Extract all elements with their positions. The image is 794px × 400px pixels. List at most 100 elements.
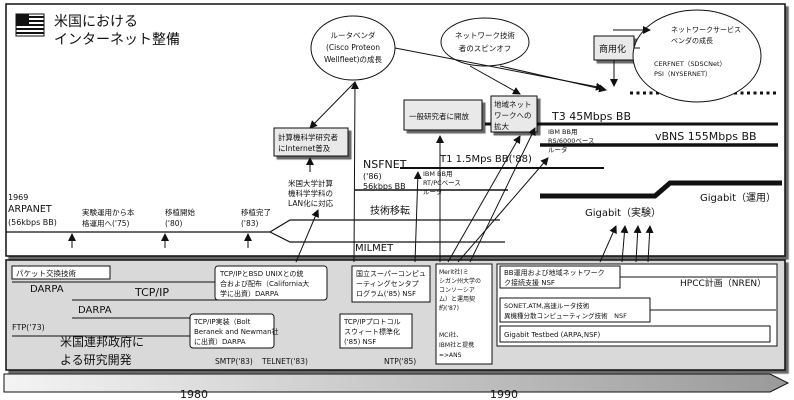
mci-text-2: IBM社と提携 — [439, 341, 474, 349]
bubble-spinoff-text-2: 者のスピンオフ — [459, 44, 512, 53]
t3-label: T3 45Mbps BB — [551, 110, 631, 123]
milnet-label: MILMET — [355, 243, 394, 254]
darpa-label-2: DARPA — [78, 305, 112, 316]
bubble-service-vendors: ネットワークサービス ベンダの成長 CERFNET（SDSCNet） PSI（N… — [632, 9, 762, 103]
super-text-1: 国立スーパーコンピュ — [356, 269, 426, 278]
gigabit-ops-label: Gigabit（運用） — [700, 192, 776, 204]
bbn-text-3: に出資）DARPA — [194, 337, 246, 346]
arpanet-label: ARPANET — [8, 204, 52, 215]
box-cs-researchers: 計算機科学研究者 にInternet普及 — [273, 127, 349, 157]
box-open-general: 一般研究者に開放 — [403, 99, 483, 131]
gov-supercomputer-box: 国立スーパーコンピュ ーティングセンタプ ログラム('85) NSF — [351, 265, 431, 303]
std-text-3: ('85) NSF — [344, 338, 376, 346]
box-cs-text-2: にInternet普及 — [278, 143, 331, 153]
bubble-router-text-3: Wellfleet)の成長 — [324, 54, 383, 64]
federal-rd-label-2: よる研究開発 — [60, 352, 132, 367]
smtp-label: SMTP('83) — [215, 357, 253, 366]
practical-op-label-1: 実験運用から本 — [82, 207, 135, 217]
ibm-rs-label-3: ルータ — [548, 145, 568, 154]
mci-text-3: =>ANS — [439, 352, 462, 359]
year-1980: 1980 — [180, 388, 208, 400]
bubble-router-text-2: (Cisco Proteon — [326, 43, 380, 52]
box-regional-text-2: ワークへの — [494, 111, 532, 120]
telnet-label: TELNET('83) — [261, 357, 308, 366]
arpanet-speed: (56kbps BB) — [8, 218, 57, 227]
ftp-label: FTP('73) — [12, 323, 45, 332]
bsd-text-2: 合および配布（California大 — [220, 279, 309, 288]
bubble-spinoff: ネットワーク技術 者のスピンオフ — [440, 17, 530, 67]
box-open-general-text: 一般研究者に開放 — [409, 111, 469, 121]
bbn-text-2: Beranek and Newman社 — [194, 327, 279, 336]
box-regional-text-1: 地域ネット — [494, 99, 532, 109]
gov-hpcc-box: BB運用および地域ネットワーク ク接続支援 NSF HPCC計画（NREN） S… — [496, 263, 778, 347]
arpanet-year: 1969 — [8, 193, 28, 202]
merit-text-1: Merit社(ミ — [439, 268, 469, 276]
univ-lan-label-1: 米国大学計算 — [288, 178, 333, 188]
bbn-text-1: TCP/IP実装（Bolt — [193, 317, 251, 326]
transition-label: 技術移転 — [370, 204, 410, 217]
ntp-label: NTP('85) — [384, 357, 416, 366]
box-cs-text-1: 計算機科学研究者 — [278, 132, 338, 142]
super-text-2: ーティングセンタプ — [356, 279, 419, 288]
gov-packet-box: パケット交換技術 — [11, 265, 111, 280]
milnet-line — [269, 231, 505, 243]
bubble-spinoff-text-1: ネットワーク技術 — [455, 30, 515, 40]
gigabit-ops-line — [540, 180, 782, 199]
bubble-service-text-1: ネットワークサービス — [671, 25, 741, 34]
ibm-rs-label-2: RS/6000ベース — [548, 137, 595, 145]
box-regional: 地域ネット ワークへの 拡大 — [490, 95, 538, 133]
migration-start-label: 移植開始 — [165, 207, 195, 217]
federal-rd-label-1: 米国連邦政府に — [60, 334, 144, 349]
packet-label: パケット交換技術 — [16, 268, 76, 278]
bubble-psi: PSI（NYSERNET） — [654, 70, 711, 78]
title-line-1: 米国における — [54, 14, 138, 30]
gov-merit-box: Merit社(ミ シガン州大学の コンソーシア ム）と運用契 約('87) MC… — [435, 263, 493, 365]
bb-support-text-2: ク接続支援 NSF — [504, 278, 555, 287]
nsfnet-year: ('86) — [363, 172, 382, 181]
merit-text-5: 約('87) — [439, 304, 459, 312]
migration-start-year: ('80) — [165, 219, 183, 228]
gov-bbn-box: TCP/IP実装（Bolt Beranek and Newman社 に出資）DA… — [189, 313, 279, 349]
nsfnet-label: NSFNET — [363, 158, 407, 171]
ibm-rt-label-2: RT/PCベース — [423, 179, 461, 187]
tcpip-label: TCP/IP — [134, 286, 169, 299]
bubble-router-text-1: ルータベンダ — [331, 30, 376, 40]
nsfnet-speed: 56kbps BB — [363, 182, 406, 191]
arpanet-research-line — [269, 219, 500, 233]
univ-lan-label-2: 機科学学科の — [288, 188, 333, 198]
merit-text-2: シガン州大学の — [439, 277, 481, 285]
vbns-label: vBNS 155Mbps BB — [655, 130, 757, 143]
ibm-rt-label-1: IBM BB用 — [423, 170, 452, 178]
bb-support-text-1: BB運用および地域ネットワーク — [504, 268, 605, 277]
univ-lan-label-3: LAN化に対応 — [288, 198, 334, 208]
hpcc-label: HPCC計画（NREN） — [680, 277, 766, 289]
gov-standard-box: TCP/IPプロトコル スウィート標準化 ('85) NSF — [339, 313, 413, 349]
merit-text-4: ム）と運用契 — [439, 295, 475, 303]
super-text-3: ログラム('85) NSF — [356, 289, 416, 298]
merit-text-3: コンソーシア — [439, 287, 475, 294]
testbed-text: Gigabit Testbed (ARPA,NSF) — [504, 331, 601, 339]
practical-op-label-2: 格運用へ('75) — [82, 218, 130, 228]
us-flag-icon — [15, 13, 45, 37]
std-text-2: スウィート標準化 — [344, 327, 400, 336]
sonet-text-1: SONET,ATM,高速ルータ技術 — [504, 301, 590, 310]
bsd-text-1: TCP/IPとBSD UNIXとの統 — [219, 269, 304, 278]
year-1990: 1990 — [490, 388, 518, 400]
bubble-cerfnet: CERFNET（SDSCNet） — [654, 60, 726, 68]
ibm-rt-label-3: ルータ — [423, 187, 443, 196]
bubble-service-text-2: ベンダの成長 — [671, 36, 713, 45]
t1-label: T1 1.5Mps BB('88) — [439, 154, 532, 165]
gigabit-exp-label: Gigabit（実験） — [585, 206, 661, 219]
sonet-text-2: 異機種分散コンピューティング技術 NSF — [504, 311, 627, 320]
bubble-router-vendors: ルータベンダ (Cisco Proteon Wellfleet)の成長 — [310, 15, 396, 81]
upper-arrows — [68, 26, 654, 263]
mci-text-1: MCI社、 — [439, 331, 462, 339]
gov-bsd-box: TCP/IPとBSD UNIXとの統 合および配布（California大 学に… — [214, 265, 328, 301]
ibm-rs-label-1: IBM BB用 — [548, 128, 577, 136]
box-commercial-text: 商用化 — [599, 43, 626, 55]
timeline-arrow — [3, 373, 790, 393]
migration-done-year: ('83) — [241, 219, 259, 228]
box-regional-text-3: 拡大 — [494, 121, 509, 131]
